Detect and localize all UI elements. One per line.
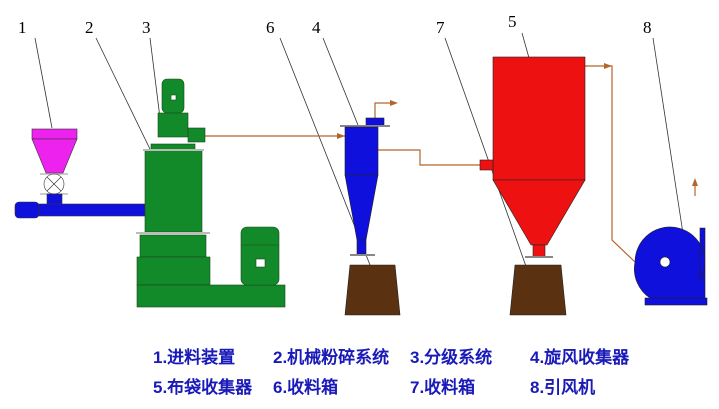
- callout-5: 5: [508, 12, 517, 31]
- callout-7: 7: [436, 18, 445, 37]
- callout-6: 6: [266, 18, 275, 37]
- callout-1: 1: [18, 18, 27, 37]
- induced-draft-fan: [634, 226, 708, 306]
- callout-8: 8: [643, 18, 652, 37]
- legend-item-5: 5.布袋收集器: [153, 378, 253, 397]
- legend-item-1: 1.进料装置: [153, 348, 236, 367]
- callout-4: 4: [312, 18, 321, 37]
- flow-arrows: [337, 63, 698, 186]
- legend-item-6: 6.收料箱: [273, 378, 339, 397]
- callout-2: 2: [85, 18, 94, 37]
- air-pipes: [205, 65, 636, 263]
- callout-3: 3: [142, 18, 151, 37]
- mill: [136, 78, 286, 308]
- legend-item-4: 4.旋风收集器: [530, 348, 630, 367]
- cyclone-collector: [340, 117, 390, 256]
- legend-item-2: 2.机械粉碎系统: [273, 348, 390, 367]
- legend-item-7: 7.收料箱: [410, 378, 476, 397]
- collection-bins: [344, 264, 567, 316]
- feeder-hopper: [14, 128, 146, 219]
- legend-item-3: 3.分级系统: [410, 348, 493, 367]
- legend-item-8: 8.引风机: [530, 378, 596, 397]
- bag-filter: [479, 56, 586, 258]
